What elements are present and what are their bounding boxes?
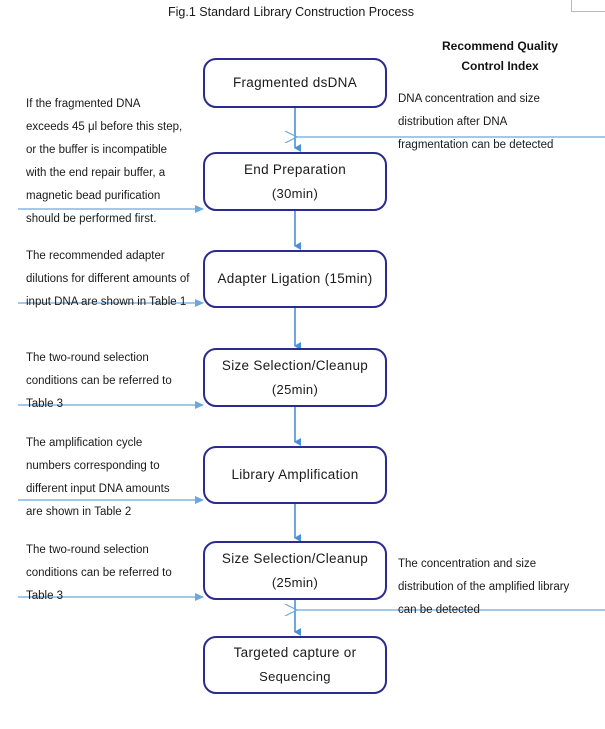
note-library-amplification: The amplification cycle numbers correspo… bbox=[26, 437, 170, 518]
flow-box-label-line2: (30min) bbox=[271, 185, 319, 201]
flow-box-adapter-ligation[interactable]: Adapter Ligation (15min) bbox=[203, 250, 387, 308]
rq-header-line2: Control Index bbox=[461, 59, 539, 73]
spellcheck-underline-dsdna bbox=[287, 91, 336, 96]
figure-title: Fig.1 Standard Library Construction Proc… bbox=[168, 5, 414, 19]
flow-box-label-line1: Fragmented dsDNA bbox=[232, 75, 358, 90]
flow-box-size-selection-1[interactable]: Size Selection/Cleanup (25min) bbox=[203, 348, 387, 407]
flow-box-fragmented-dsdna[interactable]: Fragmented dsDNA bbox=[203, 58, 387, 108]
flow-box-targeted-capture[interactable]: Targeted capture or Sequencing bbox=[203, 636, 387, 694]
page-corner-mark bbox=[571, 0, 605, 12]
flow-box-label-line1: Size Selection/Cleanup bbox=[221, 357, 369, 373]
flow-box-label-line1: Size Selection/Cleanup bbox=[221, 550, 369, 566]
flow-box-label-line2: (25min) bbox=[271, 574, 319, 590]
flow-box-label-line1: Targeted capture or bbox=[233, 645, 357, 660]
note-qc-fragmentation: DNA concentration and size distribution … bbox=[398, 93, 554, 151]
rq-header-line1: Recommend Quality bbox=[441, 39, 559, 53]
note-size-selection-1: The two-round selection conditions can b… bbox=[26, 352, 172, 410]
flow-box-end-preparation[interactable]: End Preparation (30min) bbox=[203, 152, 387, 211]
flow-box-label-line2: (25min) bbox=[271, 381, 319, 397]
flow-box-size-selection-2[interactable]: Size Selection/Cleanup (25min) bbox=[203, 541, 387, 600]
note-qc-amplified-library: The concentration and size distribution … bbox=[398, 558, 570, 616]
flow-box-label-line1: Adapter Ligation (15min) bbox=[217, 271, 373, 286]
note-end-preparation: If the fragmented DNA exceeds 45 μl befo… bbox=[26, 98, 183, 225]
note-size-selection-2: The two-round selection conditions can b… bbox=[26, 544, 172, 602]
flow-box-label-line2: Sequencing bbox=[259, 669, 331, 684]
recommend-quality-control-header: Recommend Quality Control Index bbox=[410, 36, 590, 76]
spellcheck-underline-microliter bbox=[105, 126, 118, 131]
flow-box-library-amplification[interactable]: Library Amplification bbox=[203, 446, 387, 504]
flow-box-label-line1: End Preparation bbox=[243, 161, 347, 177]
note-adapter-ligation: The recommended adapter dilutions for di… bbox=[26, 250, 190, 308]
flow-box-label-line1: Library Amplification bbox=[231, 467, 359, 482]
